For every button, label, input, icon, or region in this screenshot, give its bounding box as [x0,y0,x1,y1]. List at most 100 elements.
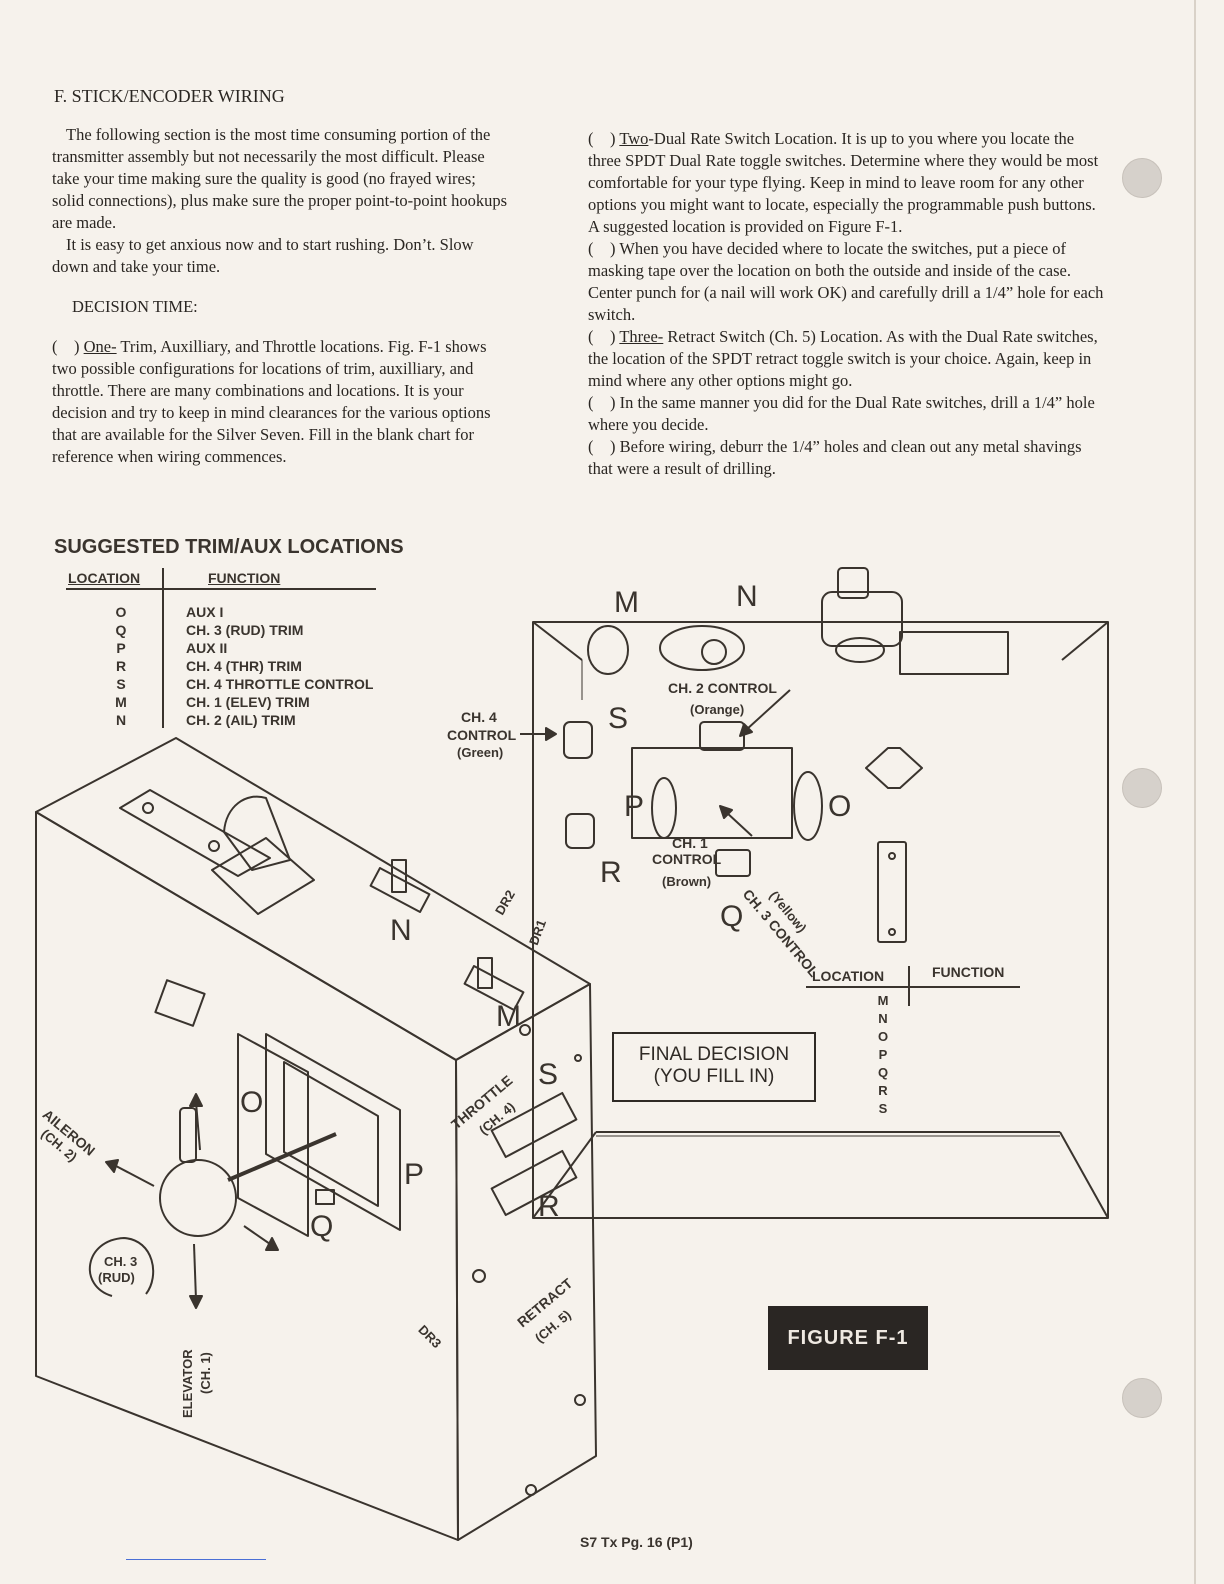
step-three-label: Three- [619,327,664,346]
final-letters: M N O P Q R S [876,992,890,1118]
table-header: LOCATION FUNCTION [66,568,406,590]
tape-text: When you have decided where to locate th… [588,239,1104,324]
checkbox[interactable]: ( ) [588,239,616,258]
binder-hole [1122,1378,1162,1418]
page-edge [1194,0,1196,1584]
decision-time-heading: DECISION TIME: [72,297,198,316]
letter-q-inside: Q [720,900,744,933]
step-two-label: Two [619,129,649,148]
link-underline[interactable] [126,1559,266,1560]
tape-paragraph: ( ) When you have decided where to locat… [588,238,1108,326]
step-two-paragraph: ( ) Two-Dual Rate Switch Location. It is… [588,128,1108,238]
col-function: FUNCTION [932,964,1005,980]
letter-p-inside: P [624,790,645,823]
letter-o-outside: O [240,1086,264,1119]
row-location: S [116,676,126,692]
checkbox[interactable]: ( ) [588,129,616,148]
table-row: Q CH. 3 (RUD) TRIM [66,622,406,640]
letter-s-outside: S [538,1058,559,1091]
final-letter: M [877,993,889,1008]
page-footer: S7 Tx Pg. 16 (P1) [580,1534,693,1550]
ch4-label: CH. 4 [461,709,497,725]
deburr-text: Before wiring, deburr the 1/4” holes and… [588,437,1082,478]
table-divider [806,986,1020,988]
col-location: LOCATION [68,570,141,586]
row-location: O [115,604,127,620]
table-row: S CH. 4 THROTTLE CONTROL [66,676,406,694]
col-function: FUNCTION [208,570,281,586]
row-function: CH. 3 (RUD) TRIM [186,622,304,638]
letter-r-outside: R [538,1190,560,1223]
letter-m-inside: M [614,586,639,619]
ch1-control-label: CONTROL [652,851,722,867]
row-function: AUX I [186,604,224,620]
checkbox[interactable]: ( ) [588,437,616,456]
table-divider [162,568,164,728]
figure-badge: FIGURE F-1 [768,1306,928,1370]
letter-q-outside: Q [310,1210,334,1243]
final-decision-title: FINAL DECISION [638,1044,790,1065]
table-row: P AUX II [66,640,406,658]
rudder-label: (RUD) [98,1270,135,1285]
suggested-heading: SUGGESTED TRIM/AUX LOCATIONS [54,536,404,558]
elevator-channel-label: (CH. 1) [198,1352,213,1394]
table-divider [908,966,910,1006]
row-location: P [116,640,126,656]
step-one-text: Trim, Auxilliary, and Throttle locations… [52,337,491,466]
section-title: F. STICK/ENCODER WIRING [54,86,285,106]
table-divider [66,588,376,590]
elevator-label: ELEVATOR [180,1349,195,1418]
binder-hole [1122,768,1162,808]
step-one-label: One- [83,337,117,356]
suggested-table: LOCATION FUNCTION O AUX I Q CH. 3 (RUD) TR… [66,568,406,730]
row-function: AUX II [186,640,228,656]
checkbox[interactable]: ( ) [52,337,80,356]
table-row: R CH. 4 (THR) TRIM [66,658,406,676]
row-location: Q [115,622,127,638]
final-letter: R [878,1083,888,1098]
step-three-paragraph: ( ) Three- Retract Switch (Ch. 5) Locati… [588,326,1108,392]
letter-n-inside: N [736,580,758,613]
ch4-color-label: (Green) [457,745,504,760]
table-row: O AUX I [66,604,406,622]
col-location: LOCATION [812,968,885,984]
row-location: R [115,658,127,674]
row-function: CH. 4 THROTTLE CONTROL [186,676,374,692]
final-letter: P [878,1047,888,1062]
final-letter: Q [877,1065,889,1080]
checkbox[interactable]: ( ) [588,393,616,412]
same-manner-paragraph: ( ) In the same manner you did for the D… [588,392,1108,436]
step-one-paragraph: ( ) One- Trim, Auxilliary, and Throttle … [52,336,508,468]
ch1-color-label: (Brown) [662,874,712,889]
final-decision-box: FINAL DECISION (YOU FILL IN) [612,1032,816,1102]
anxious-paragraph: It is easy to get anxious now and to sta… [52,235,474,276]
ch2-control-label: CH. 2 CONTROL [668,680,777,696]
case-side-face [455,983,597,1541]
row-location: N [115,712,127,728]
ch4-control-label: CONTROL [447,727,517,743]
letter-o-inside: O [828,790,852,823]
final-letter: N [878,1011,888,1026]
ch2-color-label: (Orange) [690,702,745,717]
deburr-paragraph: ( ) Before wiring, deburr the 1/4” holes… [588,436,1108,480]
letter-p-outside: P [404,1158,425,1191]
ch1-label: CH. 1 [672,835,708,851]
letter-n-outside: N [390,914,412,947]
same-manner-text: In the same manner you did for the Dual … [588,393,1095,434]
binder-hole [1122,158,1162,198]
case-interior-outline [532,621,1109,1219]
checkbox[interactable]: ( ) [588,327,616,346]
intro-paragraph: The following section is the most time c… [52,125,508,232]
left-column: The following section is the most time c… [52,124,508,468]
final-letter: O [877,1029,889,1044]
row-function: CH. 4 (THR) TRIM [186,658,302,674]
step-two-text: -Dual Rate Switch Location. It is up to … [588,129,1099,236]
step-three-text: Retract Switch (Ch. 5) Location. As with… [588,327,1098,390]
letter-m-outside: M [496,1000,521,1033]
rudder-channel-label: CH. 3 [104,1254,138,1269]
letter-r-inside: R [600,856,622,889]
